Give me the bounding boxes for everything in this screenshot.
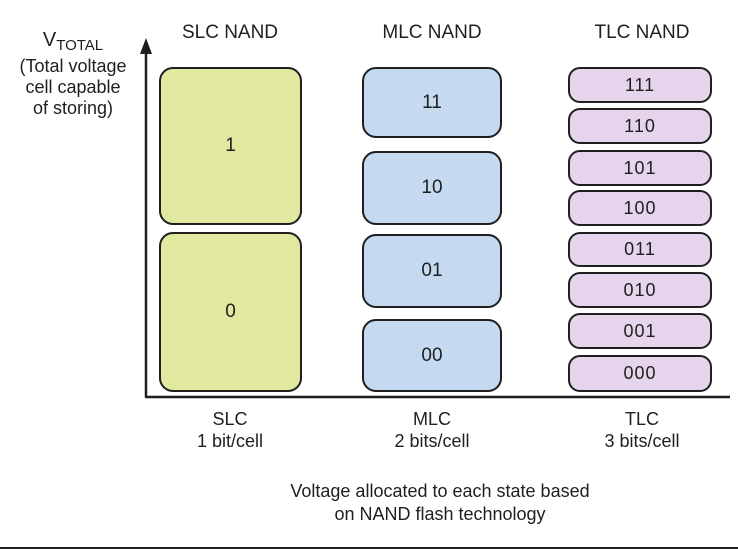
y-axis-line-3: of storing) (32, 98, 114, 118)
state-label: 011 (624, 239, 656, 259)
y-axis-line-2: cell capable (25, 77, 121, 97)
y-axis-arrow-icon (140, 38, 152, 54)
caption-line-2: on NAND flash technology (334, 504, 546, 524)
tlc-state-box: 000 (568, 355, 712, 392)
tlc-state-box: 111 (568, 67, 712, 103)
y-axis-symbol: VTOTAL (42, 29, 104, 55)
slc-title: SLC NAND (181, 22, 279, 43)
tlc-name: TLC (624, 409, 659, 429)
mlc-state-box: 10 (362, 151, 502, 225)
mlc-title: MLC NAND (382, 22, 482, 43)
mlc-state-box: 01 (362, 234, 502, 308)
tlc-bottom-label: TLC 3 bits/cell (552, 408, 732, 452)
y-axis-subscript: TOTAL (56, 37, 104, 54)
mlc-bits: 2 bits/cell (394, 431, 470, 451)
state-label: 0 (225, 301, 236, 322)
tlc-bits: 3 bits/cell (604, 431, 680, 451)
state-label: 110 (624, 115, 656, 136)
mlc-name: MLC (412, 409, 451, 429)
tlc-state-box: 101 (568, 150, 712, 186)
mlc-state-box: 00 (362, 319, 502, 392)
caption: Voltage allocated to each state based on… (190, 480, 690, 526)
caption-line-1: Voltage allocated to each state based (290, 481, 590, 501)
state-label: 01 (421, 260, 443, 281)
tlc-state-box: 100 (568, 190, 712, 226)
state-label: 101 (623, 157, 657, 178)
state-label: 10 (421, 177, 443, 198)
bottom-rule (0, 547, 738, 549)
state-label: 00 (421, 344, 443, 366)
state-label: 1 (225, 135, 236, 156)
state-label: 010 (623, 279, 657, 300)
slc-state-box: 1 (159, 67, 302, 225)
state-label: 100 (623, 197, 657, 218)
tlc-state-box: 010 (568, 272, 712, 308)
tlc-state-box: 001 (568, 313, 712, 349)
state-label: 11 (422, 91, 442, 113)
slc-bottom-label: SLC 1 bit/cell (140, 408, 320, 452)
y-axis-line-1: (Total voltage (19, 56, 127, 76)
state-label: 001 (623, 320, 657, 341)
mlc-state-box: 11 (362, 67, 502, 138)
tlc-title: TLC NAND (594, 22, 690, 43)
tlc-state-box: 110 (568, 108, 712, 144)
y-axis-label: VTOTAL (Total voltage cell capable of st… (0, 30, 146, 119)
slc-bits: 1 bit/cell (196, 431, 264, 451)
state-label: 000 (623, 363, 657, 383)
slc-state-box: 0 (159, 232, 302, 392)
tlc-state-box: 011 (568, 232, 712, 267)
state-label: 111 (624, 74, 656, 95)
slc-name: SLC (212, 409, 248, 429)
mlc-bottom-label: MLC 2 bits/cell (342, 408, 522, 452)
